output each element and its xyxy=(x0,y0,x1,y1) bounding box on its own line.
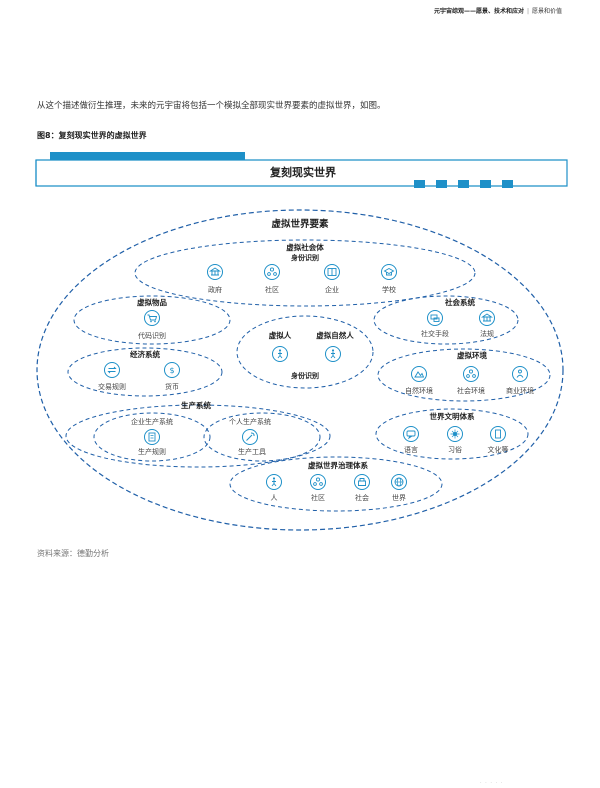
environment-item-2: 商业环境 xyxy=(506,386,534,395)
customs-icon xyxy=(447,426,463,442)
group-world-civilization: 世界文明体系 语言 习俗 文化等 xyxy=(375,408,529,460)
civilization-title: 世界文明体系 xyxy=(430,411,475,421)
business-icon xyxy=(512,366,528,382)
intro-paragraph: 从这个描述做衍生推理，未来的元宇宙将包括一个模拟全部现实世界要素的虚拟世界，如图… xyxy=(37,101,386,111)
school-icon xyxy=(381,264,397,280)
nature-icon xyxy=(411,366,427,382)
social-item-0: 社交手段 xyxy=(421,329,449,338)
person-title-left: 虚拟人 xyxy=(269,330,292,340)
goods-title: 虚拟物品 xyxy=(137,297,167,307)
group-economic-system: 经济系统 $ 交易规则 货币 xyxy=(67,347,223,397)
law-icon xyxy=(479,310,495,326)
society-item-0: 政府 xyxy=(208,285,222,294)
person-subtitle: 身份识别 xyxy=(290,371,319,380)
figure-caption: 图8：复刻现实世界的虚拟世界 xyxy=(37,131,147,140)
society-title: 虚拟社会体 xyxy=(286,242,324,252)
person-walking-icon xyxy=(272,346,288,362)
tools-icon xyxy=(242,429,258,445)
page-header: 元宇宙综观——愿景、技术和应对|愿景和价值 xyxy=(434,6,562,15)
source-note: 资料来源：德勤分析 xyxy=(37,549,109,558)
community-icon xyxy=(310,474,326,490)
enterprise-icon xyxy=(324,264,340,280)
svg-text:$: $ xyxy=(169,366,174,375)
government-icon xyxy=(207,264,223,280)
header-section: 愿景和价值 xyxy=(531,8,562,15)
person-icon xyxy=(266,474,282,490)
cart-icon xyxy=(144,310,160,326)
social-icon xyxy=(427,310,443,326)
culture-icon xyxy=(490,426,506,442)
society-item-2: 企业 xyxy=(325,285,339,294)
goods-item-0: 代码识别 xyxy=(138,331,166,340)
production-left-item: 生产规则 xyxy=(138,447,166,456)
governance-title: 虚拟世界治理体系 xyxy=(308,460,368,470)
economy-item-1: 货币 xyxy=(165,382,179,391)
society-item-1: 社区 xyxy=(265,285,279,294)
economy-title: 经济系统 xyxy=(130,349,160,359)
header-divider: | xyxy=(526,8,529,15)
society-subtitle: 身份识别 xyxy=(290,253,319,262)
environment-item-0: 自然环境 xyxy=(405,386,433,395)
society-item-3: 学校 xyxy=(382,285,396,294)
governance-item-2: 社会 xyxy=(355,493,369,502)
group-virtual-society: 虚拟社会体 身份识别 政府 社区 企业 学校 xyxy=(134,239,476,307)
civilization-item-0: 语言 xyxy=(404,445,418,454)
society-icon xyxy=(354,474,370,490)
outer-title: 虚拟世界要素 xyxy=(271,218,329,230)
governance-item-1: 社区 xyxy=(311,493,325,502)
society-icon xyxy=(463,366,479,382)
currency-icon: $ xyxy=(164,362,180,378)
environment-item-1: 社会环境 xyxy=(457,386,485,395)
environment-title: 虚拟环境 xyxy=(457,350,487,360)
banner-title: 复刻现实世界 xyxy=(269,165,336,179)
header-title: 元宇宙综观——愿景、技术和应对 xyxy=(433,8,524,15)
exchange-icon xyxy=(104,362,120,378)
banner-top-bar xyxy=(50,152,245,160)
production-right-item: 生产工具 xyxy=(238,447,266,456)
production-title: 生产系统 xyxy=(181,400,211,410)
footer-dots: · · · · · xyxy=(480,780,504,786)
civilization-item-2: 文化等 xyxy=(488,445,509,454)
rules-icon xyxy=(144,429,160,445)
enterprise-production-ellipse xyxy=(93,412,211,462)
governance-item-3: 世界 xyxy=(392,493,406,502)
civilization-item-1: 习俗 xyxy=(448,445,462,454)
person-walking-icon xyxy=(325,346,341,362)
group-virtual-person: 虚拟人 虚拟自然人 身份识别 xyxy=(236,315,374,389)
production-left-label: 企业生产系统 xyxy=(131,417,173,426)
social-item-1: 法规 xyxy=(480,329,494,338)
group-production-system: 生产系统 企业生产系统 个人生产系统 生产规则 生产工具 xyxy=(65,400,331,468)
governance-item-0: 人 xyxy=(271,494,278,502)
group-social-system: 社会系统 社交手段 法规 xyxy=(373,295,519,345)
globe-icon xyxy=(391,474,407,490)
production-right-label: 个人生产系统 xyxy=(229,417,271,426)
person-title-right: 虚拟自然人 xyxy=(316,330,354,340)
banner: 复刻现实世界 xyxy=(35,152,568,188)
economy-item-0: 交易规则 xyxy=(98,382,126,391)
social-title: 社会系统 xyxy=(444,297,475,307)
personal-production-ellipse xyxy=(203,412,321,462)
group-governance: 虚拟世界治理体系 人 社区 社会 世界 xyxy=(229,456,443,512)
speech-icon xyxy=(403,426,419,442)
outer-ellipse xyxy=(36,209,564,531)
group-virtual-goods: 虚拟物品 代码识别 xyxy=(73,295,231,345)
group-virtual-environment: 虚拟环境 自然环境 社会环境 商业环境 xyxy=(377,348,551,402)
community-icon xyxy=(264,264,280,280)
